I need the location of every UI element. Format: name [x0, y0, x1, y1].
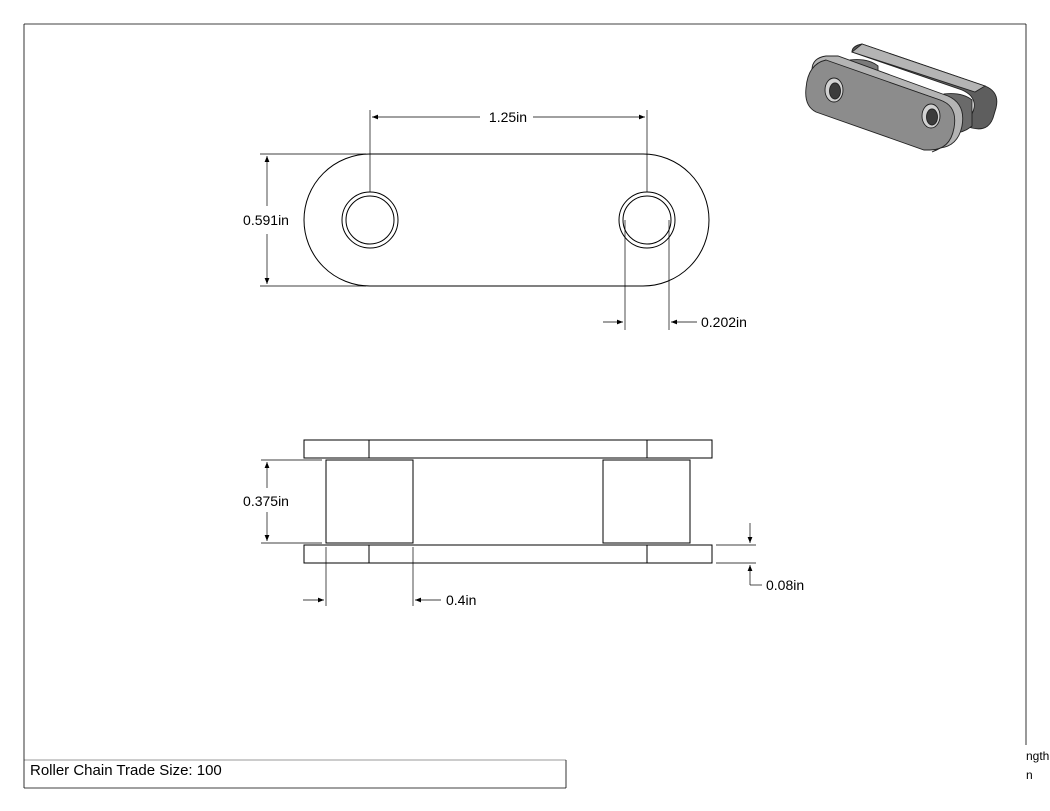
dimension-roller-width [261, 459, 322, 544]
left-roller [325, 459, 414, 544]
dimension-plate-height-label: 0.591in [243, 212, 289, 228]
top-side-plate [303, 439, 713, 459]
dimension-plate-thickness-label: 0.08in [766, 577, 804, 593]
isometric-view [805, 43, 998, 153]
dimension-roller-width-label: 0.375in [243, 493, 289, 509]
dimension-pitch [369, 110, 648, 192]
right-pin-hole-inner [622, 195, 672, 245]
dimension-plate-thickness [716, 523, 762, 586]
front-view-link [303, 439, 713, 564]
title-block-cutoff-text-2: n [1026, 768, 1033, 782]
left-pin-hole-inner [345, 195, 395, 245]
title-block-cutoff-text-1: ngth [1026, 749, 1049, 763]
title-block-trade-size: Roller Chain Trade Size: 100 [30, 762, 222, 779]
dimension-roller-diameter [303, 547, 441, 606]
sheet-border [23, 23, 1027, 789]
top-view-link-plate [303, 153, 710, 287]
dimension-pitch-label: 1.25in [489, 109, 527, 125]
dimension-pin-diameter-label: 0.202in [701, 314, 747, 330]
dimension-roller-diameter-label: 0.4in [446, 592, 476, 608]
dimension-plate-height [260, 153, 366, 287]
right-roller [602, 459, 691, 544]
dimension-pin-diameter [603, 220, 697, 330]
bottom-side-plate [303, 544, 713, 564]
